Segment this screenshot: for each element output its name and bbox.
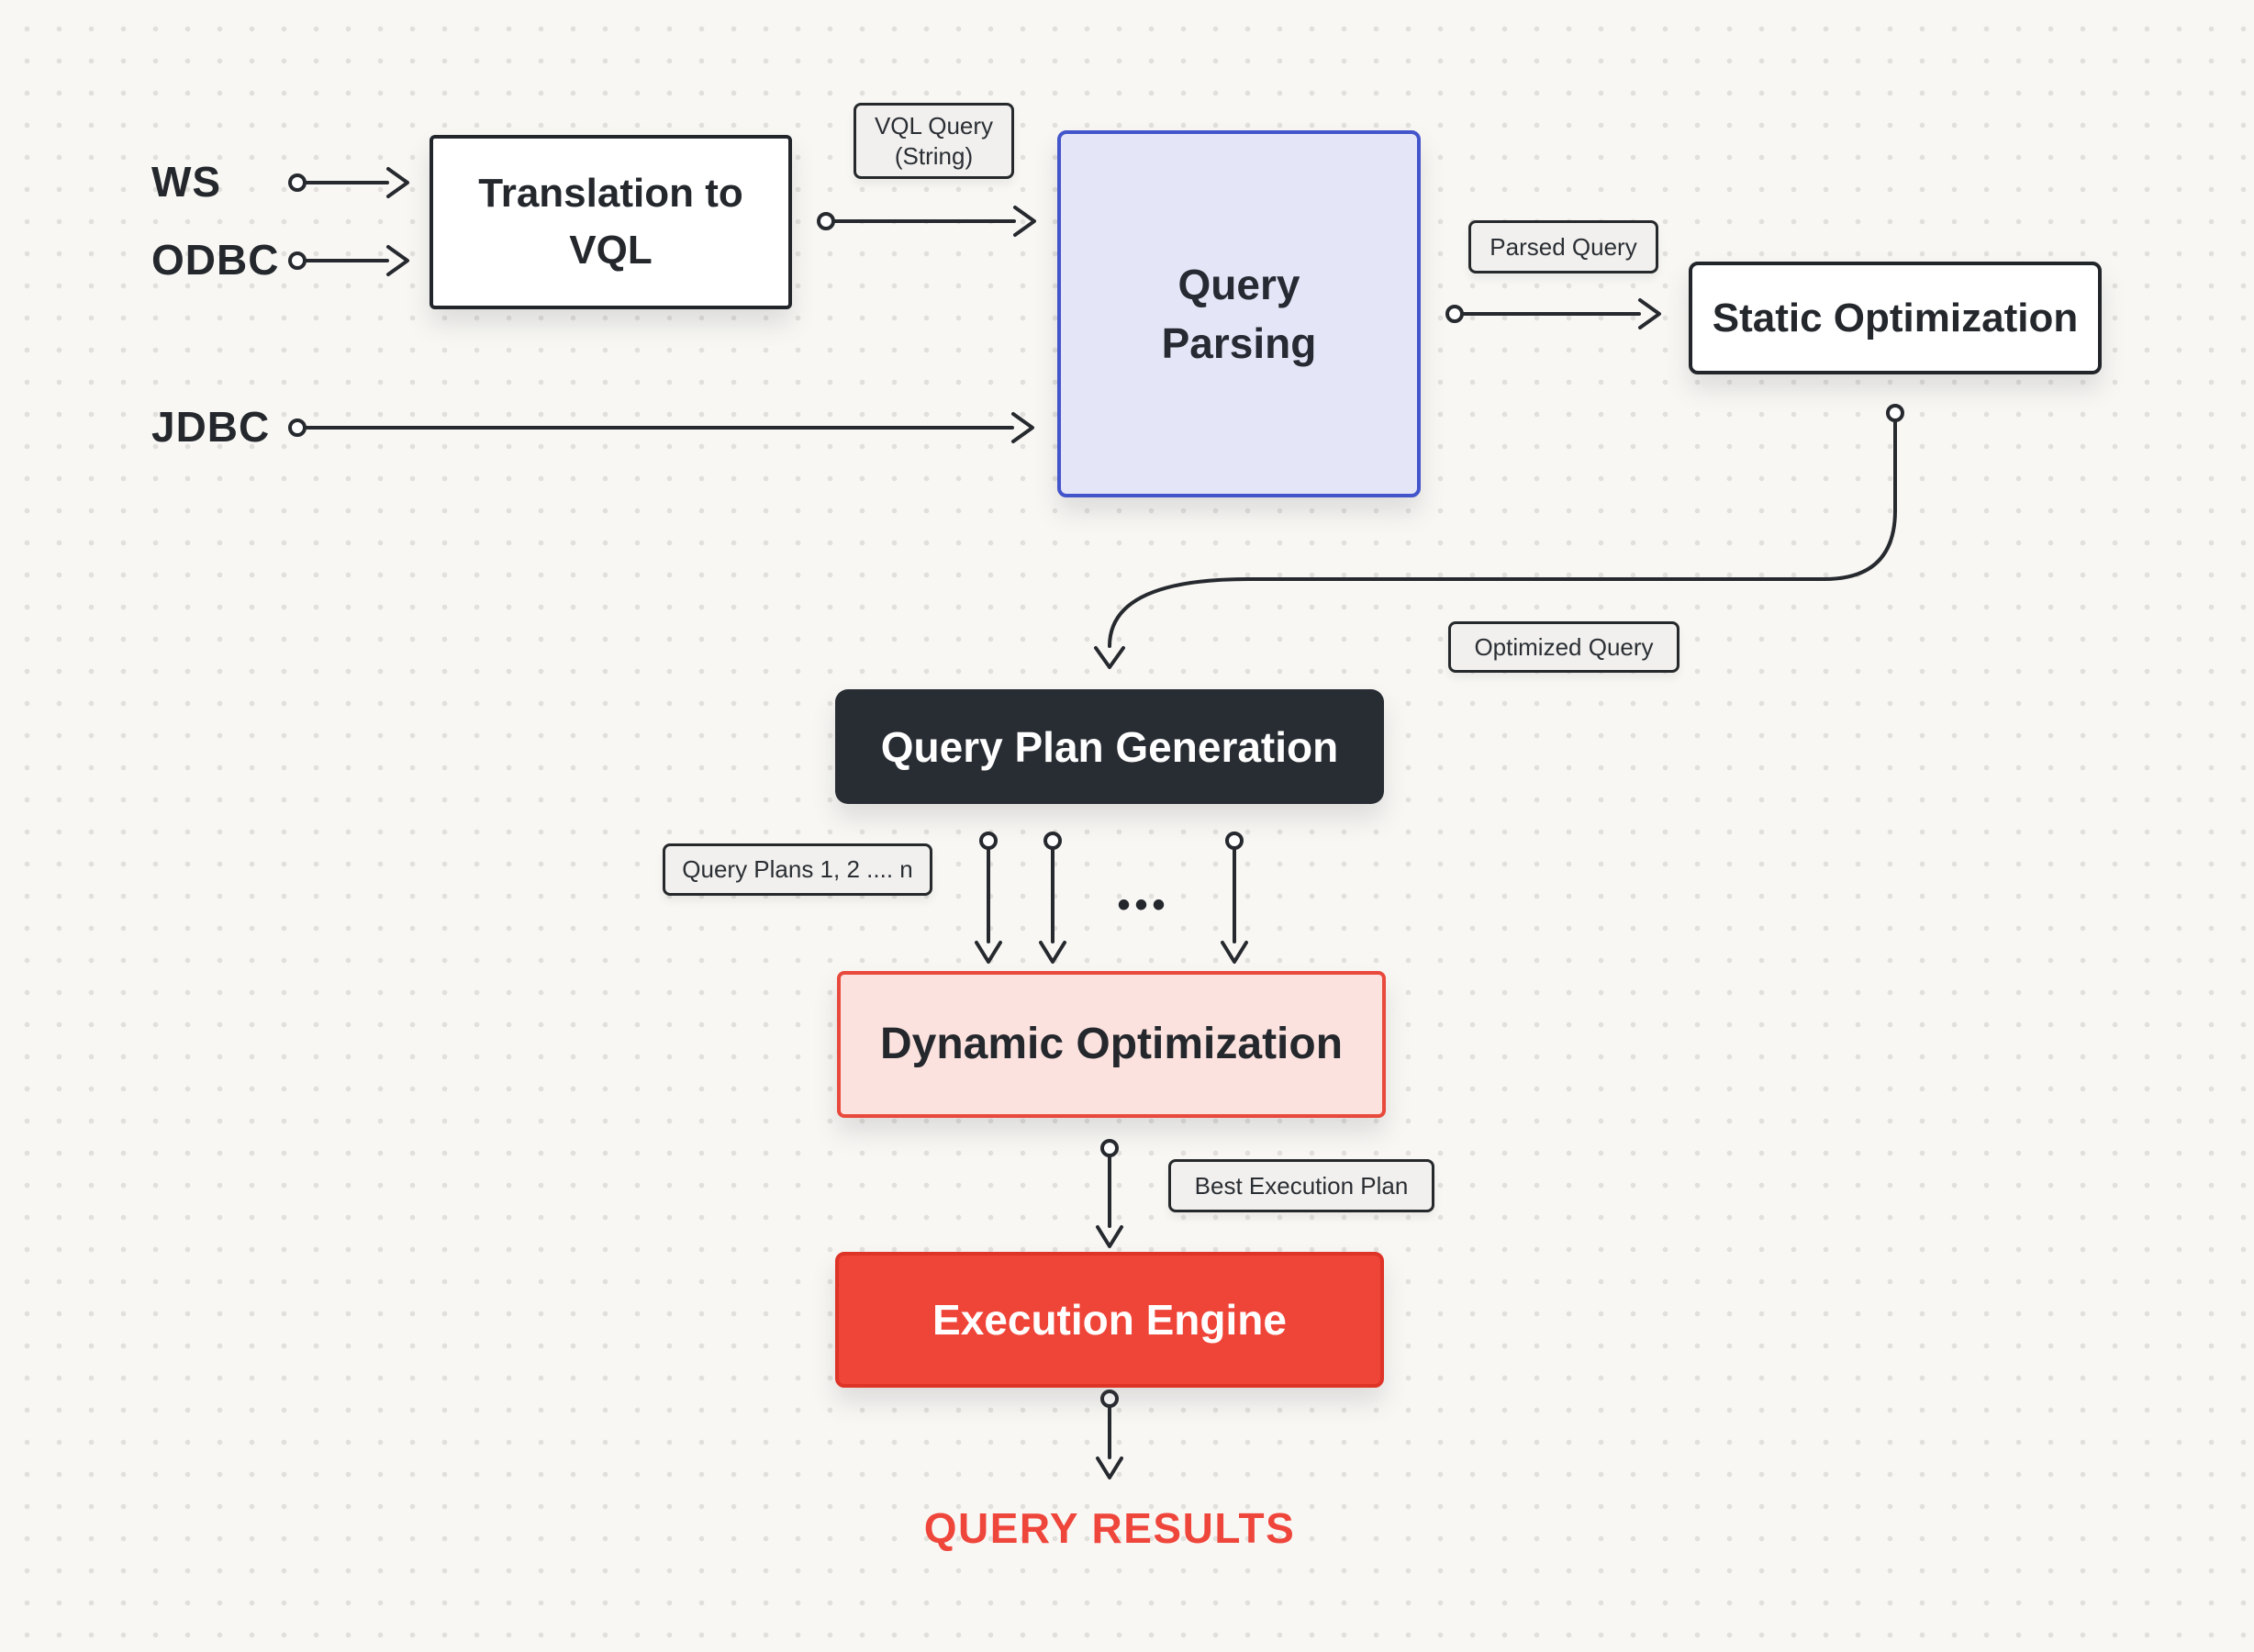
connector-parsing-to-static — [1445, 298, 1661, 329]
node-title-line: VQL — [569, 228, 653, 273]
connector-ws-to-translation — [288, 167, 409, 198]
edge-label-query-plans: Query Plans 1, 2 .... n — [663, 843, 932, 896]
endpoint-circle — [288, 251, 307, 270]
edge-label-optimized-query: Optimized Query — [1448, 621, 1679, 673]
node-title-line: Query — [1177, 261, 1300, 308]
endpoint-circle — [1225, 832, 1244, 850]
arrowhead-icon — [975, 941, 1002, 964]
arrowhead-icon — [1096, 1457, 1123, 1479]
edge-label-parsed-query: Parsed Query — [1468, 220, 1658, 273]
query-results-text: QUERY RESULTS — [923, 1504, 1296, 1552]
connector-translation-to-parsing — [817, 206, 1036, 237]
input-label-ws: WS — [151, 158, 222, 206]
node-query-parsing: Query Parsing — [1057, 130, 1421, 497]
endpoint-circle — [1043, 832, 1062, 850]
arrowhead-icon — [1011, 412, 1034, 443]
connector-plan-n — [1221, 832, 1248, 964]
node-title-line: Query Plan Generation — [880, 722, 1339, 771]
node-translation-to-vql: Translation to VQL — [430, 135, 792, 309]
connector-engine-to-results — [1096, 1390, 1123, 1479]
node-title-line: Parsing — [1161, 319, 1317, 367]
node-title-line: Static Optimization — [1712, 295, 2079, 340]
arrowhead-icon — [1039, 941, 1066, 964]
connector-plan-1 — [975, 832, 1002, 964]
endpoint-circle — [979, 832, 998, 850]
edge-label-vql-query: VQL Query (String) — [854, 103, 1014, 179]
connector-jdbc-to-parsing — [288, 412, 1034, 443]
arrowhead-icon — [386, 245, 409, 276]
endpoint-circle — [1100, 1390, 1119, 1408]
input-label-odbc: ODBC — [151, 236, 280, 284]
connector-odbc-to-translation — [288, 245, 409, 276]
connector-plan-2 — [1039, 832, 1066, 964]
arrowhead-icon — [1638, 298, 1661, 329]
node-title-line: Execution Engine — [932, 1296, 1287, 1344]
arrowhead-icon — [1096, 1225, 1123, 1248]
input-label-jdbc: JDBC — [151, 403, 271, 451]
endpoint-circle — [1100, 1139, 1119, 1157]
node-title-line: Dynamic Optimization — [879, 1020, 1344, 1068]
endpoint-circle — [1445, 305, 1464, 323]
node-query-plan-generation: Query Plan Generation — [835, 689, 1384, 804]
arrowhead-icon — [386, 167, 409, 198]
edge-label-line: (String) — [894, 141, 974, 170]
endpoint-circle — [1886, 404, 1904, 422]
arrowhead-icon — [1221, 941, 1248, 964]
arrowhead-icon — [1013, 206, 1036, 237]
node-title-line: Translation to — [478, 171, 743, 216]
node-static-optimization: Static Optimization — [1689, 262, 2102, 374]
arrowhead-icon — [1094, 646, 1125, 669]
edge-label-best-execution-plan: Best Execution Plan — [1168, 1159, 1434, 1212]
node-dynamic-optimization: Dynamic Optimization — [837, 971, 1386, 1118]
plans-ellipsis: ••• — [1117, 885, 1170, 925]
endpoint-circle — [288, 419, 307, 437]
node-execution-engine: Execution Engine — [835, 1252, 1384, 1388]
connector-dynamic-to-engine — [1096, 1139, 1123, 1248]
endpoint-circle — [817, 212, 835, 230]
endpoint-circle — [288, 173, 307, 192]
edge-label-line: VQL Query — [874, 111, 994, 140]
